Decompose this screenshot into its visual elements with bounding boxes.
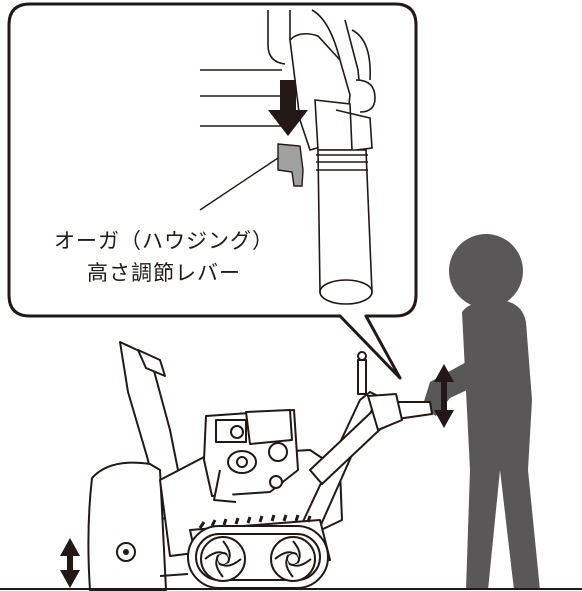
operator-silhouette [422,234,540,590]
handle-up-down-arrow-icon [434,364,454,428]
push-down-arrow-icon [268,80,308,136]
snowblower [87,341,433,591]
callout-label-line1: オーガ（ハウジング） [54,229,274,253]
handle-closeup [199,9,376,305]
callout-label-line2: 高さ調節レバー [87,261,241,285]
housing-up-down-arrow-icon [60,538,80,588]
